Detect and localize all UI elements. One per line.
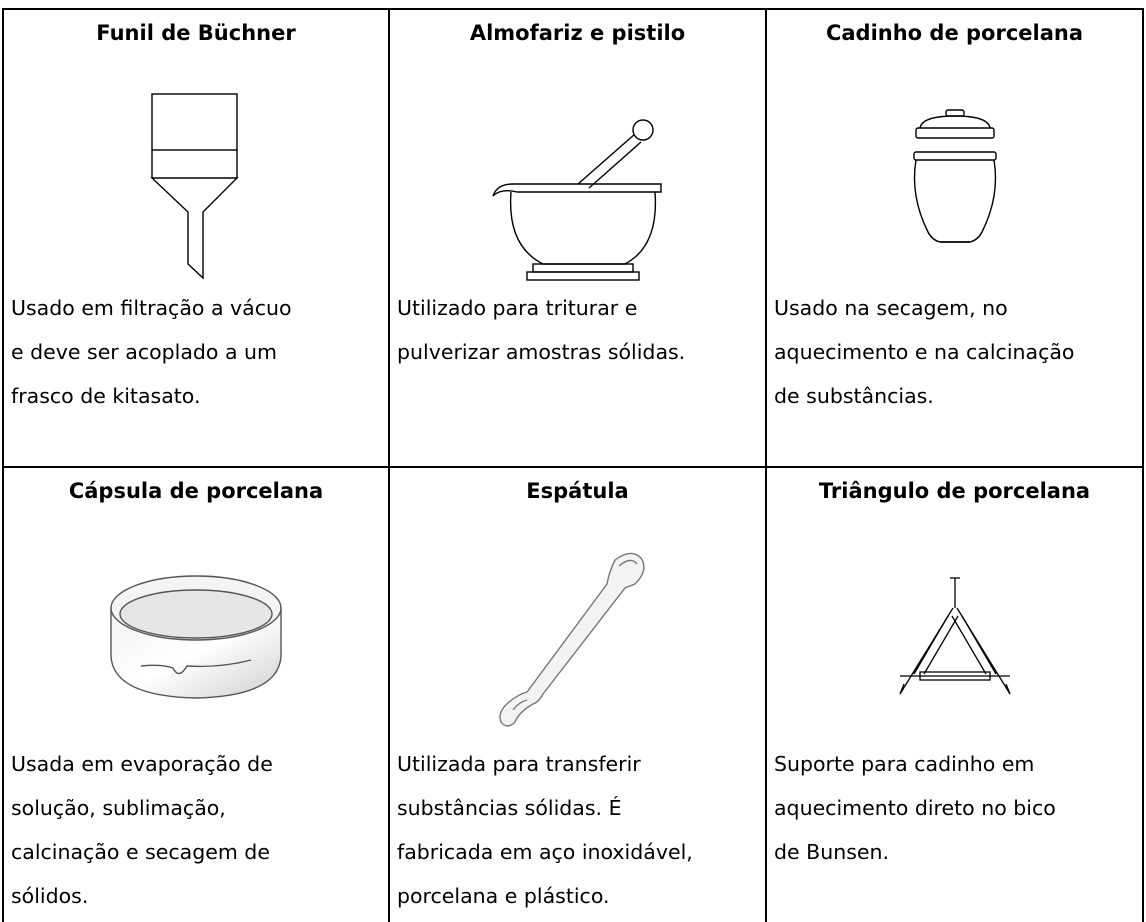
cell-description: Utilizado para triturar e pulverizar amo… — [397, 296, 686, 364]
table-cell: Cadinho de porcelana Usado na secagem, n… — [767, 10, 1142, 466]
table-cell: Cápsula de porcelana Usada em e — [4, 468, 388, 922]
table-cell: Triângulo de porcelana — [767, 468, 1142, 922]
cell-title: Almofariz e pistilo — [469, 21, 686, 45]
evaporating-dish-icon — [4, 558, 388, 718]
cell-title: Triângulo de porcelana — [818, 479, 1091, 503]
cell-description: Usado na secagem, no aquecimento e na ca… — [774, 296, 1075, 408]
table-column-divider — [388, 8, 390, 922]
cell-title: Espátula — [526, 479, 629, 503]
table-cell: Funil de Büchner Usado em filtração a vá… — [4, 10, 388, 466]
cell-description: Suporte para cadinho em aquecimento dire… — [774, 752, 1056, 864]
clay-triangle-icon — [767, 574, 1142, 724]
spatula-icon — [390, 544, 765, 734]
table-border-left — [2, 8, 4, 922]
table-border-top — [2, 8, 1144, 10]
table-cell: Almofariz e pistilo Ut — [390, 10, 765, 466]
buchner-funnel-icon — [4, 92, 388, 292]
cell-description: Usado em filtração a vácuo e deve ser ac… — [11, 296, 292, 408]
cell-description: Utilizada para transferir substâncias só… — [397, 752, 693, 908]
mortar-and-pestle-icon — [390, 96, 765, 286]
cell-description: Usada em evaporação de solução, sublimaç… — [11, 752, 273, 908]
porcelain-crucible-icon — [767, 106, 1142, 276]
cell-title: Cápsula de porcelana — [68, 479, 324, 503]
table-row-divider — [2, 466, 1144, 468]
cell-title: Funil de Büchner — [96, 21, 296, 45]
table-border-right — [1142, 8, 1144, 922]
table-column-divider — [765, 8, 767, 922]
cell-title: Cadinho de porcelana — [825, 21, 1084, 45]
table-cell: Espátula Utilizada para transferir subst… — [390, 468, 765, 922]
